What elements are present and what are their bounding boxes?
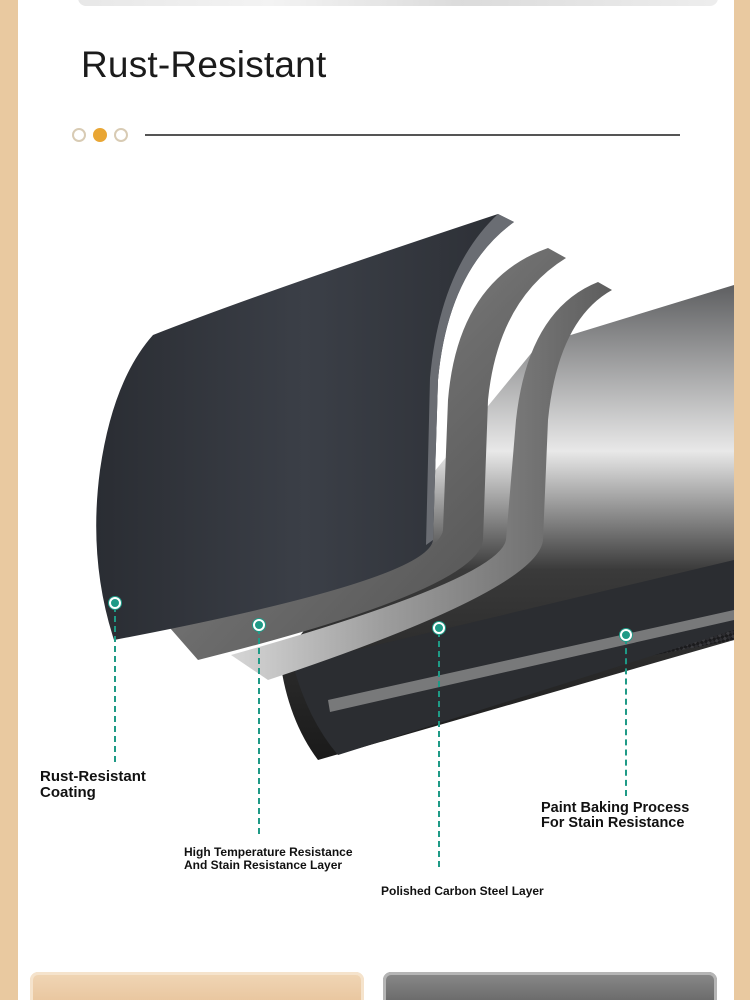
paint-baking-layer bbox=[293, 560, 734, 755]
pin-high-temp[interactable] bbox=[253, 619, 265, 631]
compare-left-button[interactable] bbox=[30, 972, 364, 1000]
high-temp-layer bbox=[170, 248, 566, 660]
label-high-temp: High Temperature Resistance And Stain Re… bbox=[184, 846, 444, 871]
pin-paint[interactable] bbox=[620, 629, 632, 641]
pager-dots bbox=[72, 128, 128, 142]
label-paint-line1: Paint Baking Process bbox=[541, 800, 690, 816]
label-coating-line1: Rust-Resistant bbox=[40, 768, 146, 785]
leader-line-paint bbox=[625, 638, 627, 796]
compare-right-button[interactable] bbox=[383, 972, 717, 1000]
leader-line-high-temp bbox=[258, 628, 260, 834]
label-steel: Polished Carbon Steel Layer bbox=[381, 885, 631, 898]
pager-dot-active[interactable] bbox=[93, 128, 107, 142]
label-high-temp-line1: High Temperature Resistance bbox=[184, 845, 353, 859]
label-coating: Rust-Resistant Coating bbox=[40, 769, 240, 801]
label-coating-line2: Coating bbox=[40, 783, 96, 801]
label-paint-line2: For Stain Resistance bbox=[541, 815, 685, 832]
leader-line-coating bbox=[114, 606, 116, 762]
polished-steel-layer bbox=[231, 282, 612, 680]
page-title: Rust-Resistant bbox=[81, 44, 327, 85]
label-high-temp-line2: And Stain Resistance Layer bbox=[184, 857, 343, 872]
previous-image-edge bbox=[78, 0, 718, 6]
label-steel-line1: Polished Carbon Steel Layer bbox=[381, 884, 544, 898]
product-card: Rust-Resistant bbox=[18, 0, 734, 1000]
pager-dot[interactable] bbox=[72, 128, 86, 142]
pager-dot[interactable] bbox=[114, 128, 128, 142]
label-paint: Paint Baking Process For Stain Resistanc… bbox=[541, 800, 734, 832]
leader-line-steel bbox=[438, 631, 440, 867]
pin-steel[interactable] bbox=[433, 622, 445, 634]
title-divider bbox=[145, 134, 680, 136]
pin-coating[interactable] bbox=[109, 597, 121, 609]
rust-resistant-coating bbox=[96, 214, 515, 640]
pan-layers-illustration bbox=[96, 214, 734, 760]
